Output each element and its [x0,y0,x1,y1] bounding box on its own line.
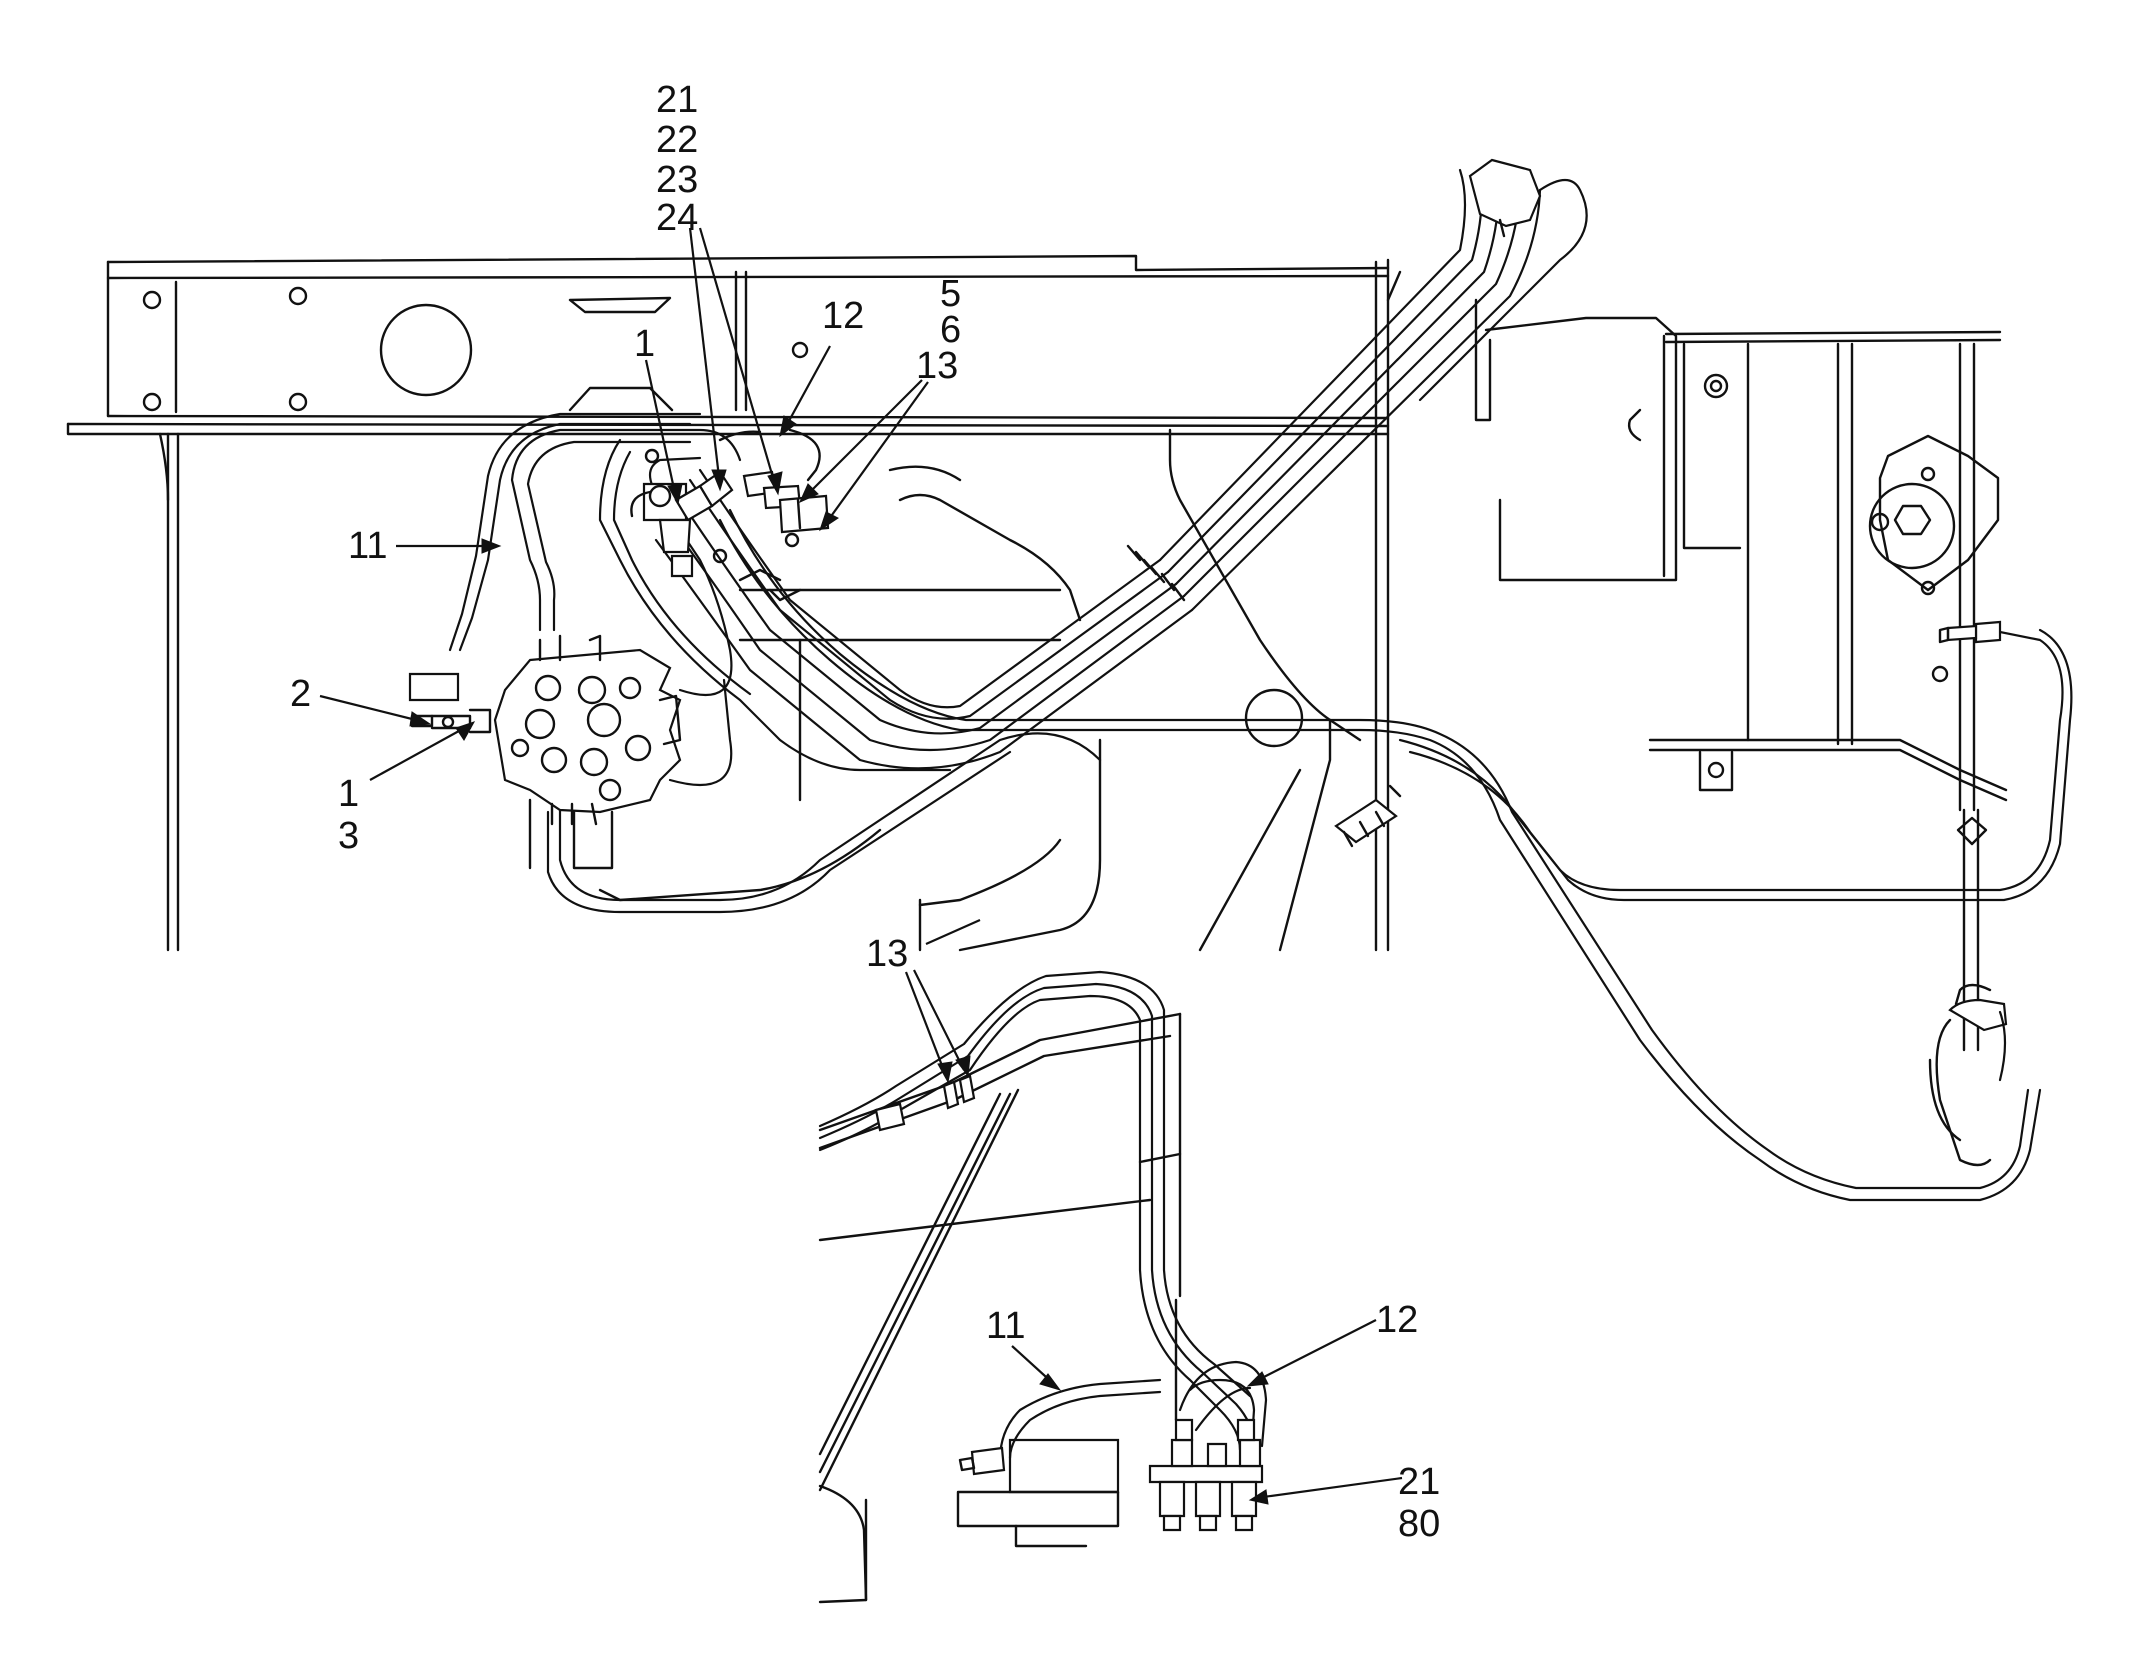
callout-5: 5 [940,273,961,315]
callout-80-lower: 80 [1398,1503,1440,1545]
tank-bracket [598,428,1362,952]
callout-24-top: 24 [656,197,698,239]
callout-3-left: 3 [338,815,359,857]
callout-23-top: 23 [656,159,698,201]
callout-21-top: 21 [656,79,698,121]
upper-fittings [630,428,830,602]
callout-22-top: 22 [656,119,698,161]
control-valve [408,634,682,870]
callout-11-lower: 11 [986,1305,1025,1347]
callout-6: 6 [940,309,961,351]
callout-21-lower: 21 [1398,1461,1440,1503]
callout-labels: 21 22 23 24 1 12 5 6 13 11 2 1 3 13 11 1… [290,79,1440,1545]
callout-12-lower: 12 [1376,1299,1418,1341]
callout-11-left: 11 [348,525,387,567]
callout-1-left: 1 [338,773,359,815]
callout-12-top: 12 [822,295,864,337]
lower-inset-frame [818,970,1268,1604]
callout-2: 2 [290,673,311,715]
upper-hose-bundle [448,158,2073,1202]
callout-13-top: 13 [916,345,958,387]
chassis-frame [66,254,2008,1052]
callout-1-top: 1 [634,323,655,365]
leader-lines [319,227,1403,1505]
callout-13-lower: 13 [866,933,908,975]
